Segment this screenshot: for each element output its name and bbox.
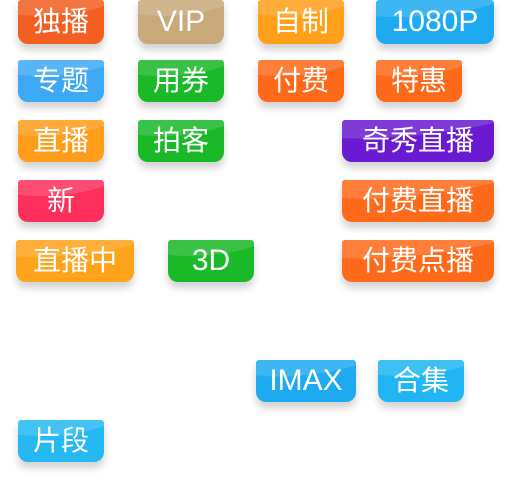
badge-paike: 拍客 — [138, 120, 224, 162]
badge-heji: 合集 — [378, 360, 464, 402]
badge-label: 自制 — [272, 5, 329, 38]
badge-label: 直播 — [32, 124, 89, 157]
badge-label: 奇秀直播 — [361, 124, 474, 157]
badge-3d: 3D — [168, 240, 254, 282]
badge-dubo: 独播 — [18, 0, 104, 44]
badge-label: 付费点播 — [361, 244, 474, 277]
badge-label: 付费 — [272, 64, 329, 97]
badge-label: 1080P — [391, 5, 479, 38]
badge-zizhi: 自制 — [258, 0, 344, 44]
badge-label: 新 — [46, 184, 75, 217]
badge-vip: VIP — [138, 0, 224, 44]
badge-label: 用券 — [152, 64, 209, 97]
badge-label: 片段 — [32, 424, 89, 457]
badge-qixiu-zhibo: 奇秀直播 — [342, 120, 494, 162]
badge-label: 特惠 — [390, 64, 447, 97]
badge-pianduan: 片段 — [18, 420, 104, 462]
badge-label: 专题 — [32, 64, 89, 97]
badge-fufei: 付费 — [258, 60, 344, 102]
badge-label: 拍客 — [152, 124, 209, 157]
badge-zhuanti: 专题 — [18, 60, 104, 102]
badge-yongquan: 用券 — [138, 60, 224, 102]
badge-zhibo: 直播 — [18, 120, 104, 162]
badge-label: 付费直播 — [361, 184, 474, 217]
badge-1080p: 1080P — [376, 0, 494, 44]
badge-tehui: 特惠 — [376, 60, 462, 102]
badge-imax: IMAX — [256, 360, 356, 402]
badge-label: IMAX — [269, 364, 343, 397]
badge-label: 直播中 — [32, 244, 117, 277]
badge-label: 3D — [191, 244, 231, 277]
badge-fufei-zhibo: 付费直播 — [342, 180, 494, 222]
badge-label: 合集 — [392, 364, 449, 397]
badge-zhibozhong: 直播中 — [16, 240, 134, 282]
badge-fufei-dianbo: 付费点播 — [342, 240, 494, 282]
badge-label: 独播 — [32, 5, 89, 38]
badge-label: VIP — [156, 5, 206, 38]
badge-xin: 新 — [18, 180, 104, 222]
